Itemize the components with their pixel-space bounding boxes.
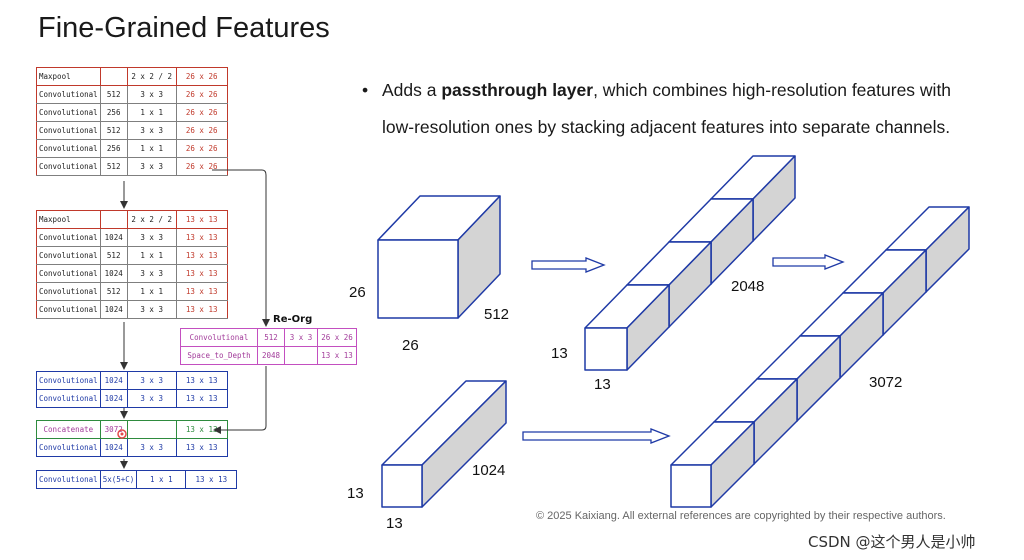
bar-depth-label: 1024: [472, 462, 506, 479]
bullet-text: Adds a passthrough layer, which combines…: [382, 80, 952, 137]
table-cell: 13 x 13: [175, 300, 228, 319]
stack1-h-label: 13: [551, 345, 568, 362]
arrow-icon: [772, 254, 845, 270]
copyright-notice: © 2025 Kaixiang. All external references…: [536, 510, 946, 522]
table-cell: 13 x 13: [175, 282, 228, 301]
stack-2048-0-front: [584, 327, 628, 371]
cursor-marker-dot: [120, 432, 124, 436]
feature-cube-26-front: [377, 239, 459, 319]
table-cell: Convolutional: [36, 470, 101, 489]
stack2-depth-label: 3072: [869, 374, 903, 391]
bullet-dot: •: [362, 80, 369, 100]
table-cell: 13 x 13: [175, 438, 228, 457]
table-cell: 13 x 13: [185, 470, 238, 489]
table-cell: 26 x 26: [175, 157, 228, 176]
cube-depth-label: 512: [484, 306, 510, 323]
table-cell: Convolutional: [36, 389, 101, 408]
reorg-to-concat-line: [213, 366, 267, 434]
bar-w-label: 13: [386, 515, 403, 532]
arrow-icon: [531, 257, 606, 273]
reorg-label: Re-Org: [273, 314, 313, 325]
table-cell: 13 x 13: [175, 389, 228, 408]
stack1-depth-label: 2048: [731, 278, 765, 295]
table-cell: 3 x 3: [126, 157, 177, 176]
feature-bar-13-front: [381, 464, 423, 508]
cube-width-label: 26: [402, 337, 419, 354]
cube-height-label: 26: [349, 284, 366, 301]
bar-h-label: 13: [347, 485, 364, 502]
table-cell: 1 x 1: [136, 470, 187, 489]
stack-3072-0-front: [670, 464, 712, 508]
cursor-marker: [117, 429, 127, 439]
stack1-w-label: 13: [594, 376, 611, 393]
table-cell: 13 x 13: [317, 346, 357, 365]
bullet-point: • Adds a passthrough layer, which combin…: [362, 72, 974, 146]
arrow-icon: [522, 428, 671, 444]
page-title: Fine-Grained Features: [38, 12, 330, 44]
watermark: CSDN @这个男人是小帅: [808, 533, 976, 551]
passthrough-line: [212, 169, 270, 327]
